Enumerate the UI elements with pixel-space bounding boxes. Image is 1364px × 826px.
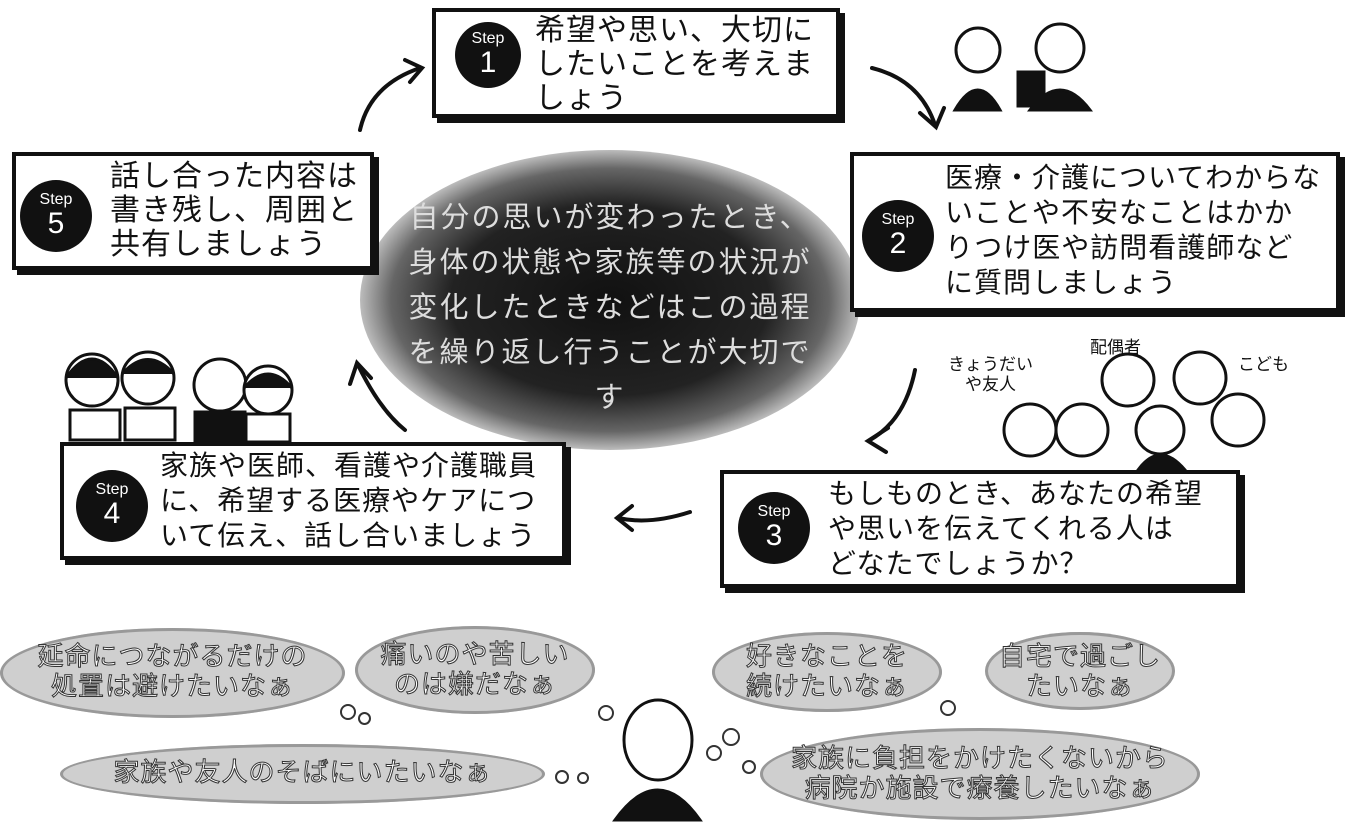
- thought-cloud-2: [355, 626, 595, 714]
- step3-text: もしものとき、あなたの希望 や思いを伝えてくれる人は どなたでしょうか？: [828, 477, 1204, 580]
- contacts-illustration: [1002, 350, 1266, 472]
- thought-dot: [577, 772, 589, 784]
- thought-text-2: 痛いのや苦しい のは嫌だなぁ: [380, 640, 570, 701]
- center-message: 自分の思いが変わったとき、身体の状態や家族等の状況が変化したときなどはこの過程を…: [408, 200, 812, 414]
- thought-dot: [940, 700, 956, 716]
- doctor-patient-illustration: [952, 22, 1094, 112]
- thought-cloud-5: [985, 632, 1175, 710]
- step4-number: 4: [103, 497, 121, 530]
- thought-dot: [555, 770, 569, 784]
- family-group-illustration: [64, 350, 294, 444]
- thought-dot: [742, 760, 756, 774]
- thinking-man-illustration: [612, 698, 703, 822]
- step1-text: 希望や思い、大切に したいことを考えま しょう: [535, 13, 814, 116]
- step1-word: Step: [471, 30, 505, 47]
- thought-text-1: 延命につながるだけの 処置は避けたいなぁ: [37, 642, 308, 703]
- thought-cloud-1: [0, 628, 345, 718]
- step2-badge: Step 2: [862, 200, 934, 272]
- step2-text: 医療・介護についてわからな いことや不安なことはかか りつけ医や訪問看護師など …: [945, 161, 1322, 299]
- spouse-label: 配偶者: [1090, 338, 1141, 358]
- step3-number: 3: [765, 519, 783, 552]
- thought-text-6: 家族に負担をかけたくないから 病院か施設で療養したいなぁ: [790, 744, 1169, 805]
- thought-cloud-3: [60, 744, 545, 804]
- step5-word: Step: [39, 191, 73, 208]
- step2-word: Step: [881, 211, 915, 228]
- step5-number: 5: [47, 207, 65, 240]
- center-dark-cloud: [360, 150, 860, 450]
- arrow-1-to-2: [870, 66, 937, 127]
- thought-text-5: 自宅で過ごし たいなぁ: [998, 642, 1161, 703]
- arrow-5-to-1: [358, 66, 422, 132]
- thought-cloud-4: [712, 632, 942, 712]
- thought-text-3: 家族や友人のそばにいたいなぁ: [113, 758, 492, 789]
- thought-dot: [598, 705, 614, 721]
- step3-badge: Step 3: [738, 492, 810, 564]
- step4-word: Step: [95, 481, 129, 498]
- siblings-label: きょうだい や友人: [948, 355, 1033, 395]
- thought-dot: [340, 704, 356, 720]
- thought-text-4: 好きなことを 続けたいなぁ: [745, 642, 908, 703]
- step2-number: 2: [889, 227, 907, 260]
- children-label: こども: [1238, 355, 1289, 375]
- arrow-4-to-5: [356, 363, 407, 432]
- step3-word: Step: [757, 503, 791, 520]
- thought-dot: [358, 712, 371, 725]
- arrow-3-to-4: [616, 510, 692, 523]
- step1-badge: Step 1: [455, 22, 521, 88]
- step4-text: 家族や医師、看護や介護職員 に、希望する医療やケアにつ いて伝え、話し合いましょ…: [160, 449, 538, 552]
- thought-dot: [706, 745, 722, 761]
- step5-badge: Step 5: [20, 180, 92, 252]
- thought-dot: [722, 728, 740, 746]
- step4-badge: Step 4: [76, 470, 148, 542]
- step1-number: 1: [479, 46, 497, 79]
- step5-text: 話し合った内容は 書き残し、周囲と 共有しましょう: [110, 159, 358, 262]
- thought-cloud-6: [760, 728, 1200, 820]
